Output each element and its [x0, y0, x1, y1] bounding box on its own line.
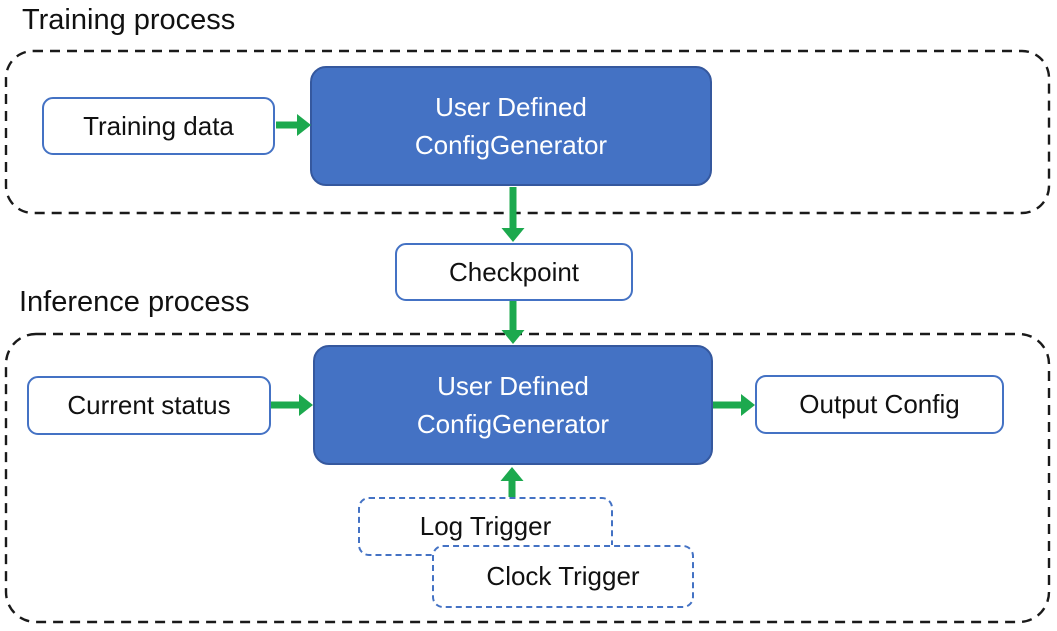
- training-generator-line2: ConfigGenerator: [414, 130, 608, 160]
- inference-section-label: Inference process: [19, 286, 250, 318]
- output-config-node: Output Config: [755, 375, 1004, 434]
- checkpoint-label: Checkpoint: [448, 256, 580, 287]
- inference-config-generator-node: User Defined ConfigGenerator: [313, 345, 713, 465]
- clock-trigger-label: Clock Trigger: [486, 561, 640, 591]
- current-status-node: Current status: [27, 376, 271, 435]
- inference-generator-line2: ConfigGenerator: [416, 409, 610, 439]
- training-data-label: Training data: [83, 110, 234, 141]
- training-generator-line1: User Defined: [435, 92, 587, 122]
- training-data-node: Training data: [42, 97, 275, 155]
- training-config-generator-node: User Defined ConfigGenerator: [310, 66, 712, 186]
- inference-boundary: [4, 332, 1051, 624]
- inference-generator-line1: User Defined: [437, 371, 589, 401]
- training-boundary: [4, 49, 1051, 215]
- clock-trigger-node: Clock Trigger: [432, 545, 694, 608]
- log-trigger-label: Log Trigger: [419, 511, 552, 541]
- output-config-label: Output Config: [799, 389, 960, 419]
- training-section-label: Training process: [22, 4, 236, 36]
- current-status-label: Current status: [67, 390, 231, 420]
- checkpoint-node: Checkpoint: [395, 243, 633, 301]
